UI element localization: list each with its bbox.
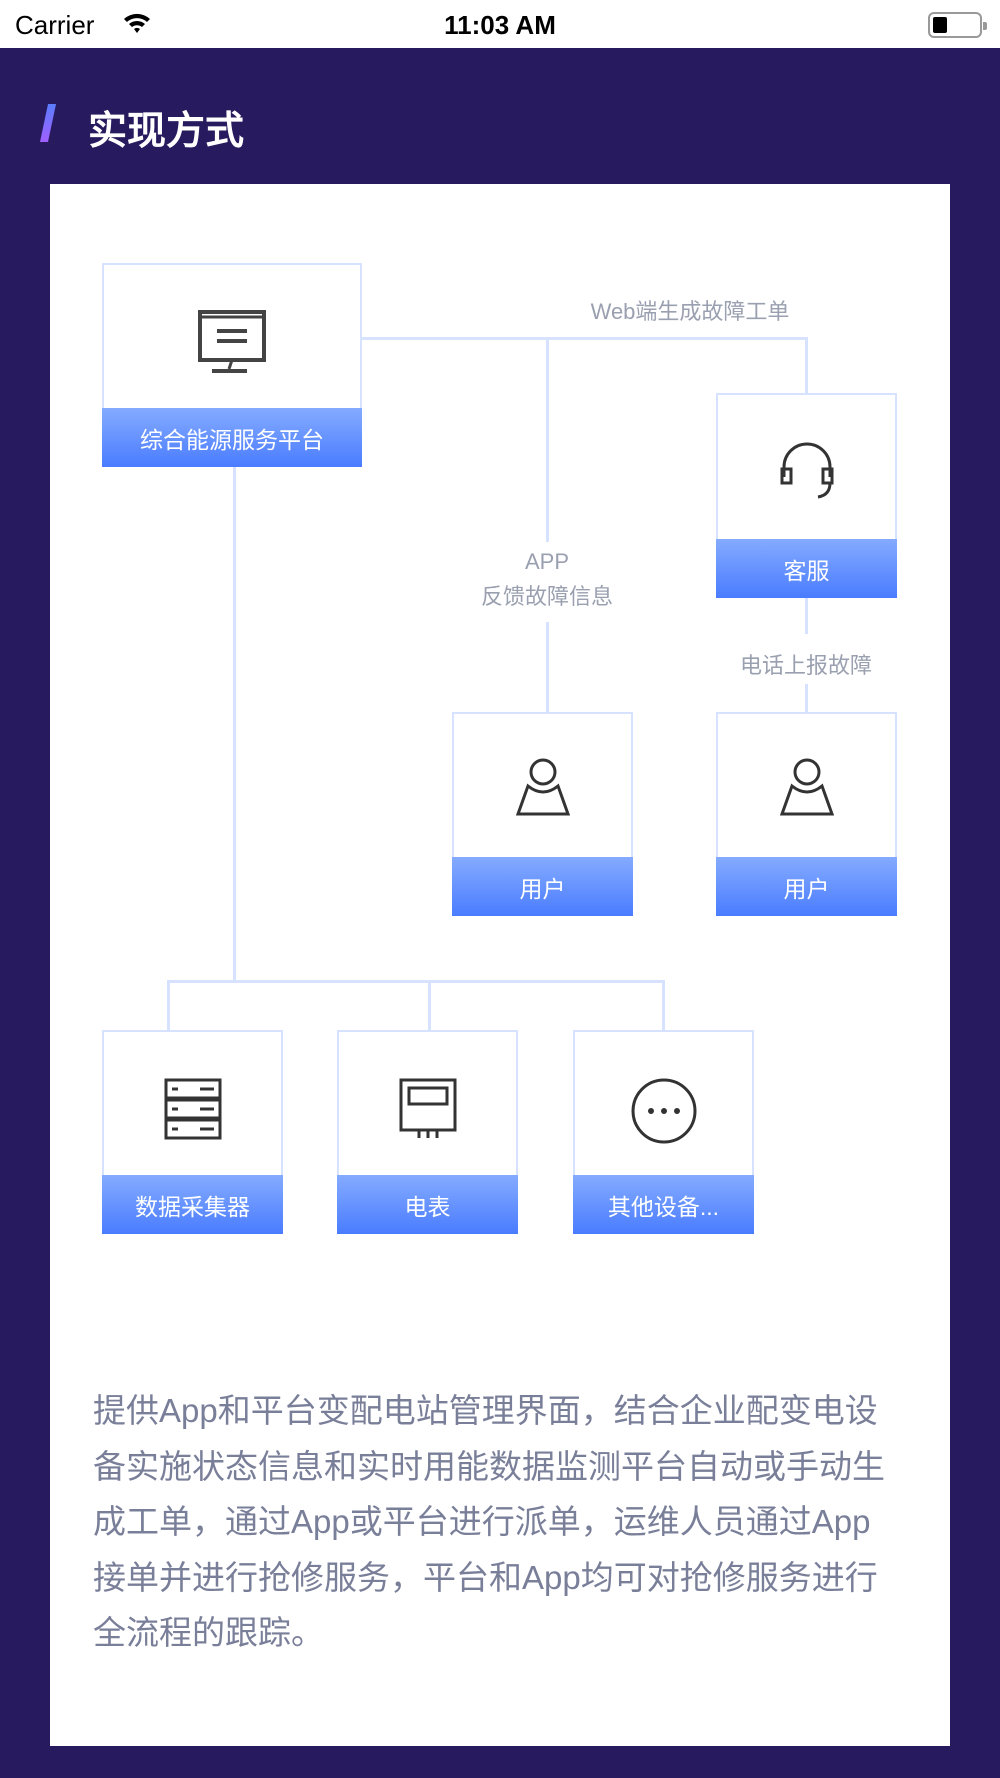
wifi-icon <box>124 13 150 33</box>
more-icon <box>631 1078 696 1144</box>
other-devices-label: 其他设备... <box>573 1175 754 1234</box>
collector-node: 数据采集器 <box>102 1030 283 1234</box>
user-phone-label: 用户 <box>716 857 897 916</box>
section-title: 实现方式 <box>88 110 245 153</box>
customer-service-node: 客服 <box>716 393 897 598</box>
app-label-1: APP <box>524 549 570 574</box>
meter-label: 电表 <box>337 1175 518 1234</box>
meter-node: 电表 <box>337 1030 518 1234</box>
connector-line <box>233 467 236 981</box>
title-accent-icon <box>39 104 57 142</box>
meter-icon <box>399 1078 456 1138</box>
connector-line <box>805 598 808 634</box>
customer-service-label: 客服 <box>716 539 897 598</box>
connector-line <box>662 980 665 1030</box>
user-app-node: 用户 <box>452 712 633 916</box>
connector-line <box>546 622 549 712</box>
connector-line <box>362 337 808 340</box>
connector-line <box>805 684 808 712</box>
platform-node: 综合能源服务平台 <box>102 263 362 467</box>
phone-label: 电话上报故障 <box>739 653 872 678</box>
platform-label: 综合能源服务平台 <box>102 408 362 467</box>
clock: 11:03 AM <box>444 10 556 40</box>
user-icon <box>515 758 570 816</box>
connector-line <box>805 337 808 393</box>
headset-icon <box>780 442 833 499</box>
connector-line <box>167 980 664 983</box>
connector-line <box>546 337 549 542</box>
connector-line <box>428 980 431 1030</box>
monitor-icon <box>198 310 266 373</box>
web-label: Web端生成故障工单 <box>590 299 790 324</box>
battery-icon <box>928 12 987 38</box>
connector-line <box>167 980 170 1030</box>
status-bar: Carrier 11:03 AM <box>0 0 1000 48</box>
user-app-label: 用户 <box>452 857 633 916</box>
other-devices-node: 其他设备... <box>573 1030 754 1234</box>
description-text: 提供App和平台变配电站管理界面，结合企业配变电设备实施状态信息和实时用能数据监… <box>93 1392 885 1651</box>
server-icon <box>164 1078 221 1140</box>
diagram-card: Web端生成故障工单 APP 反馈故障信息 电话上报故障 综合能源服务平台 客服… <box>50 184 950 1746</box>
user-phone-node: 用户 <box>716 712 897 916</box>
carrier-label: Carrier <box>15 10 95 40</box>
collector-label: 数据采集器 <box>102 1175 283 1234</box>
app-label-2: 反馈故障信息 <box>480 584 613 609</box>
user-icon <box>779 758 834 816</box>
